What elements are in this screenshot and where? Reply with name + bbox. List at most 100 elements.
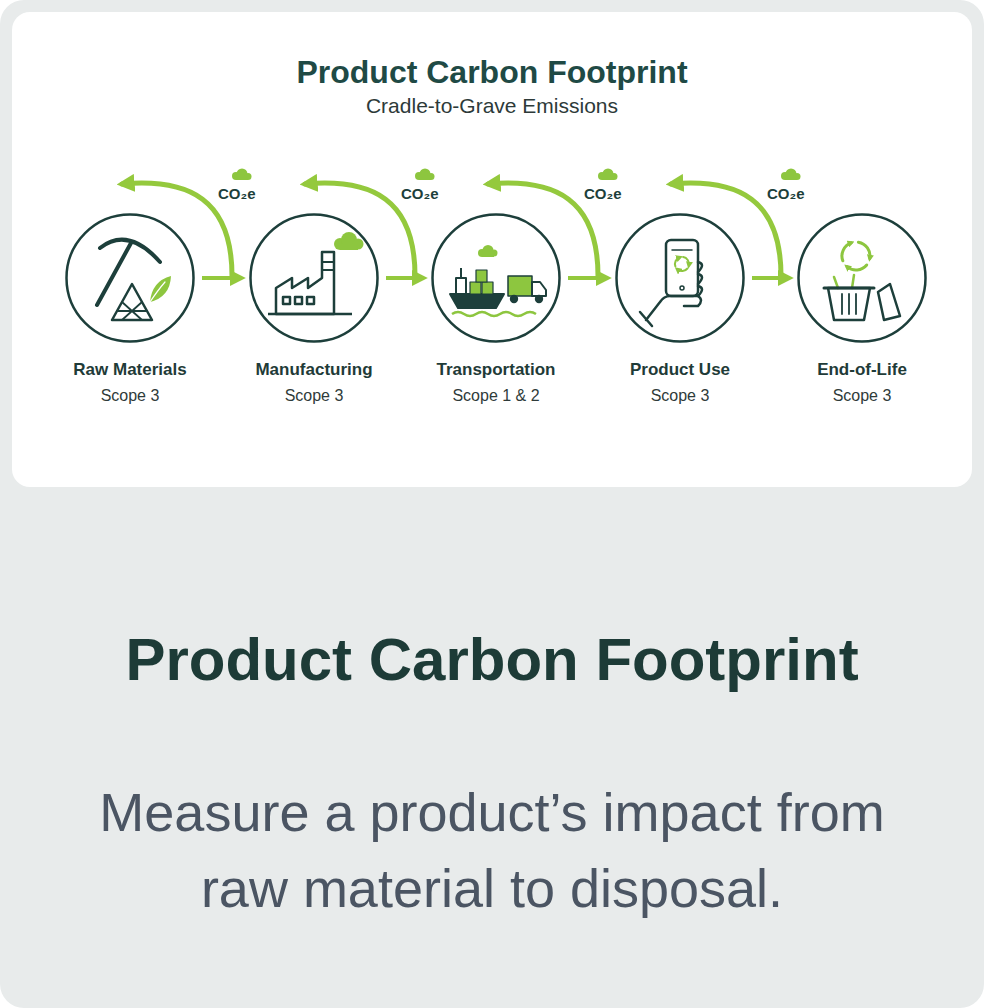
- bin-slats: [842, 294, 856, 314]
- flow-arrow: [386, 276, 423, 280]
- leaf-vein: [150, 282, 165, 302]
- manufacturing-icon: [268, 232, 364, 314]
- container: [482, 282, 493, 294]
- stage-node: Raw MaterialsScope 3: [45, 213, 215, 407]
- truck-wheel: [536, 296, 542, 302]
- cloud-icon: [781, 169, 801, 181]
- cloud-base: [340, 244, 358, 250]
- exhaust-cloud: [478, 245, 498, 257]
- factory-window: [307, 297, 314, 304]
- circle-ring: [251, 215, 378, 342]
- recycle-arrow: [683, 257, 689, 265]
- ship-mast: [460, 268, 462, 278]
- hand-sleeve: [640, 312, 652, 326]
- truck-wheel: [511, 296, 517, 302]
- flow-arrow: [202, 276, 241, 280]
- label-holder: Product Carbon Footprint: [0, 624, 984, 696]
- water-wave: [452, 312, 536, 316]
- stage-node: ManufacturingScope 3: [229, 213, 399, 407]
- chimney-stripes: [322, 262, 334, 270]
- recycle-symbol: [675, 257, 689, 271]
- container: [470, 282, 481, 294]
- factory-window: [295, 297, 302, 304]
- label-holder: Cradle-to-Grave Emissions: [0, 93, 984, 119]
- label-holder: CO₂e: [767, 184, 805, 204]
- caption-holder: Measure a product’s impact from raw mate…: [62, 774, 922, 926]
- title-holder: Product Carbon Footprint: [0, 52, 984, 92]
- phone-speaker: [672, 249, 692, 251]
- scope-label: Scope 3: [101, 385, 160, 407]
- bin-rim: [824, 287, 874, 290]
- ship-hull: [450, 294, 504, 308]
- cloud-base: [785, 176, 797, 180]
- raw-materials-icon: [97, 240, 171, 320]
- stage-name: Product Use: [630, 359, 730, 381]
- recycle-arrow: [678, 269, 688, 272]
- emission-arc: [122, 183, 232, 276]
- factory-window: [283, 297, 290, 304]
- truck-trailer: [508, 276, 532, 296]
- product-use-icon: [640, 240, 702, 326]
- recycle-arrow: [675, 257, 680, 266]
- hand-fingers: [698, 262, 702, 296]
- stage-name: Transportation: [436, 359, 555, 381]
- scope-label: Scope 1 & 2: [452, 385, 539, 407]
- emission-label: CO₂e: [401, 184, 439, 204]
- diagram-title: Product Carbon Footprint: [0, 52, 984, 92]
- waste-bag: [878, 284, 900, 320]
- circle-outline: [65, 213, 195, 343]
- stage-node: Product UseScope 3: [595, 213, 765, 407]
- ship-bridge: [456, 278, 466, 294]
- emission-label: CO₂e: [584, 184, 622, 204]
- label-holder: CO₂e: [218, 184, 256, 204]
- recycle-symbol: [842, 242, 870, 270]
- emission-arc: [488, 183, 598, 276]
- circle-outline: [615, 213, 745, 343]
- circle-outline-box: [615, 213, 745, 343]
- caption-text: Measure a product’s impact from raw mate…: [62, 774, 922, 926]
- circle-outline: [249, 213, 379, 343]
- label-holder: CO₂e: [401, 184, 439, 204]
- scope-label: Scope 3: [833, 385, 892, 407]
- phone-button: [680, 286, 684, 290]
- circle-ring: [67, 215, 194, 342]
- scope-label: Scope 3: [651, 385, 710, 407]
- ore-pile: [112, 284, 152, 320]
- emission-label: CO₂e: [767, 184, 805, 204]
- phone-body: [666, 240, 698, 296]
- circle-ring: [433, 215, 560, 342]
- factory-building: [276, 252, 334, 314]
- cloud-icon: [415, 169, 435, 181]
- emission-clouds: [232, 169, 801, 181]
- stage-node: End-of-LifeScope 3: [777, 213, 947, 407]
- circle-ring: [799, 215, 926, 342]
- cloud-base: [419, 176, 431, 180]
- transportation-icon: [450, 245, 546, 316]
- circle-outline-box: [797, 213, 927, 343]
- cloud-base: [482, 253, 494, 257]
- container: [476, 270, 487, 282]
- stage-name: End-of-Life: [817, 359, 907, 381]
- stage-name: Raw Materials: [73, 359, 186, 381]
- truck-cab: [532, 282, 546, 296]
- scope-label: Scope 3: [285, 385, 344, 407]
- ground-line: [268, 313, 352, 316]
- stage-node: TransportationScope 1 & 2: [411, 213, 581, 407]
- cloud-base: [236, 176, 248, 180]
- cloud-base: [602, 176, 614, 180]
- circle-outline-box: [65, 213, 195, 343]
- end-of-life-icon: [824, 242, 900, 320]
- cloud-icon: [232, 169, 252, 181]
- circle-outline-box: [431, 213, 561, 343]
- label-holder: CO₂e: [584, 184, 622, 204]
- leaf: [150, 276, 171, 302]
- circle-outline: [797, 213, 927, 343]
- recycle-arrow: [842, 243, 851, 261]
- cloud-icon: [598, 169, 618, 181]
- flow-arrow: [568, 276, 607, 280]
- recycle-arrow: [847, 265, 867, 270]
- circle-outline-box: [249, 213, 379, 343]
